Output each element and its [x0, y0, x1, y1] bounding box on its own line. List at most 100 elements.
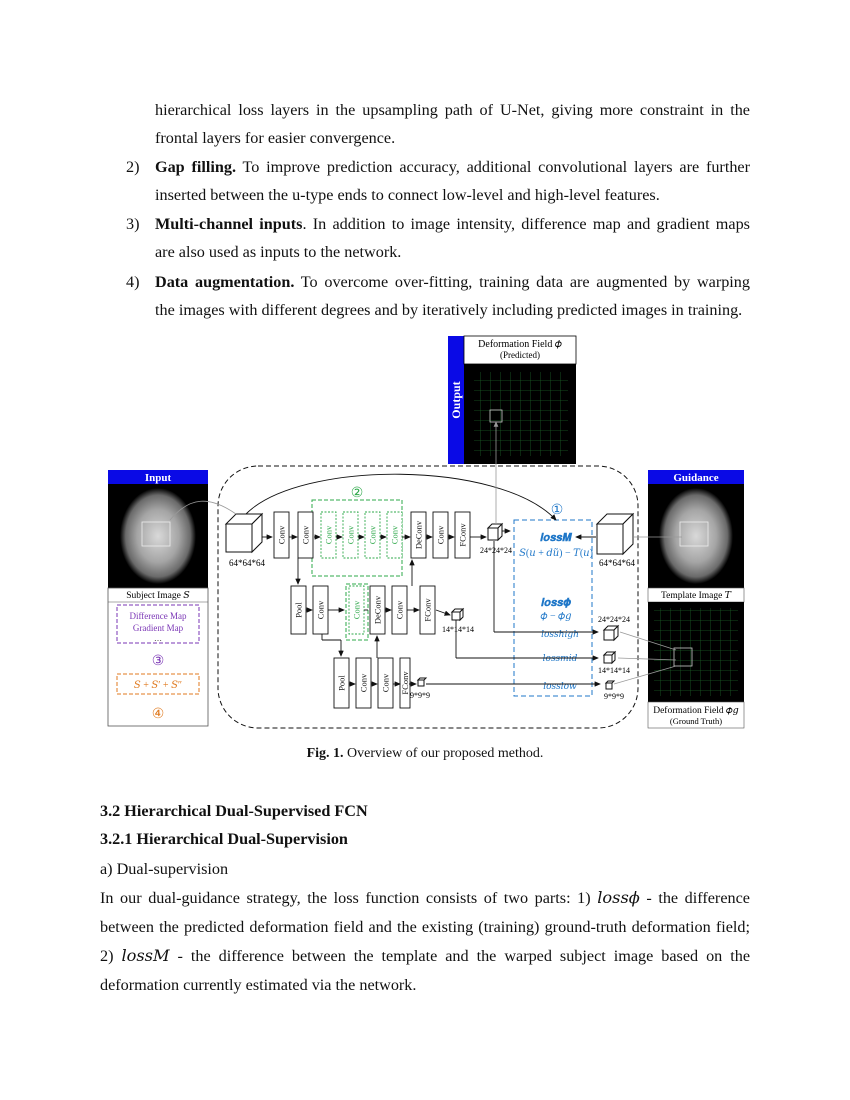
layer-label: Conv: [324, 525, 334, 544]
guidance-label: Guidance: [673, 472, 718, 484]
layer-box: [432, 511, 449, 559]
output-cube-24: [486, 522, 504, 542]
paragraph-line: frontal layers for easier convergence.: [155, 129, 396, 147]
cube-9-mid: [416, 677, 428, 687]
layer-box: [342, 511, 359, 559]
layer-conv: Conv: [320, 511, 337, 559]
loss-box: [513, 519, 593, 697]
paragraph-line: In our dual-guidance strategy, the loss …: [100, 888, 750, 908]
ground-truth-title: Deformation Field 𝜙𝑔: [653, 705, 739, 716]
paragraph-line: hierarchical loss layers in the upsampli…: [155, 101, 750, 119]
loss-m-label: 𝒍𝒐𝒔𝒔𝑴: [539, 532, 573, 544]
layer-label: Conv: [316, 600, 326, 619]
list-item-line: inserted between the u-type ends to conn…: [155, 186, 660, 204]
layer-label: Conv: [346, 525, 356, 544]
patch-marker: [489, 409, 503, 423]
subject-patch: [141, 521, 171, 547]
layer-box: [454, 511, 471, 559]
subsection-heading: 3.2.1 Hierarchical Dual-Supervision: [100, 830, 348, 848]
layer-pool: Pool: [333, 657, 350, 709]
layer-label: Conv: [301, 525, 311, 544]
layer-fconv: FConv: [454, 511, 471, 559]
layer-label: Conv: [359, 673, 369, 692]
layer-box: [410, 511, 427, 559]
list-item-line: Gap filling. To improve prediction accur…: [155, 157, 750, 177]
layer-conv: Conv: [348, 585, 365, 635]
ground-truth-field-image: [648, 602, 744, 702]
layer-deconv: DeConv: [369, 585, 386, 635]
caption-text: Overview of our proposed method.: [343, 746, 544, 761]
sub-subsection-heading: a) Dual-supervision: [100, 860, 229, 878]
math-loss-m: 𝑙𝑜𝑠𝑠𝑀: [121, 946, 170, 965]
layer-conv: Conv: [355, 657, 372, 709]
loss-mid-label: 𝑙𝑜𝑠𝑠𝑚𝑖𝑑: [543, 653, 578, 663]
layer-box: [355, 657, 372, 709]
list-item-line: Multi-channel inputs. In addition to ima…: [155, 214, 750, 234]
loss-high-label: 𝑙𝑜𝑠𝑠ℎ𝑖𝑔ℎ: [541, 629, 579, 639]
cube-9-right: [604, 680, 616, 690]
layer-conv: Conv: [364, 511, 381, 559]
layer-fconv: FConv: [399, 657, 411, 709]
layer-box: [290, 585, 307, 635]
output-subtitle: (Predicted): [500, 350, 540, 360]
marker-1: ①: [551, 503, 564, 518]
subject-brain: [120, 488, 196, 584]
input-header-bar: [108, 470, 208, 484]
layer-label: Conv: [381, 673, 391, 692]
list-item-title: Data augmentation.: [155, 273, 295, 291]
paragraph-line: between the predicted deformation field …: [100, 918, 750, 936]
network-frame: [217, 465, 639, 729]
sum-formula: 𝑆 + 𝑆′ + 𝑆″: [134, 680, 182, 691]
dim-9-mid: 9*9*9: [410, 691, 430, 700]
layer-label: FConv: [458, 523, 468, 547]
cube-14-mid: [450, 607, 465, 622]
list-item-title: Gap filling.: [155, 158, 237, 176]
layer-conv: Conv: [391, 585, 408, 635]
layer-conv: Conv: [342, 511, 359, 559]
layer-label: FConv: [423, 598, 433, 622]
layer-fconv: FConv: [419, 585, 436, 635]
layer-label: Pool: [337, 675, 347, 691]
list-item-line: Data augmentation. To overcome over-fitt…: [155, 272, 750, 292]
predicted-field-grid: [474, 372, 568, 456]
list-item-line: are also used as inputs to the network.: [155, 243, 402, 261]
layer-box: [369, 585, 386, 635]
predicted-field-image: [464, 364, 576, 464]
output-title-box: [463, 335, 577, 365]
layer-conv: Conv: [273, 511, 290, 559]
ground-truth-subtitle: (Ground Truth): [670, 716, 722, 726]
layer-label: Conv: [395, 600, 405, 619]
layer-label: Conv: [436, 525, 446, 544]
cube-24-right: [602, 624, 620, 642]
section-heading: 3.2 Hierarchical Dual-Supervised FCN: [100, 802, 368, 820]
math-loss-phi: 𝑙𝑜𝑠𝑠𝜙: [597, 888, 640, 907]
subject-image: [108, 484, 208, 588]
list-item-text: To overcome over-fitting, training data …: [294, 273, 750, 291]
marker-3: ③: [152, 654, 165, 669]
loss-low-label: 𝑙𝑜𝑠𝑠𝑙𝑜𝑤: [543, 681, 577, 691]
output-header-bar: [448, 336, 464, 464]
paragraph-line: 2) 𝑙𝑜𝑠𝑠𝑀 - the difference between the te…: [100, 946, 750, 966]
layer-box: [386, 511, 403, 559]
gap-filling-box: [311, 499, 403, 577]
layer-pool: Pool: [290, 585, 307, 635]
list-number: 4): [126, 273, 140, 291]
dim-input: 64*64*64: [229, 558, 266, 568]
layer-box: [419, 585, 436, 635]
dim-24-right: 24*24*24: [598, 615, 630, 624]
layer-box: [377, 657, 394, 709]
layer-box: [297, 511, 314, 559]
dim-14-mid: 14*14*14: [442, 625, 474, 634]
layer-box: [348, 585, 365, 635]
marker-2: ②: [351, 486, 364, 501]
layer-label: Pool: [294, 602, 304, 618]
list-item-text: . In addition to image intensity, differ…: [302, 215, 750, 233]
output-title: Deformation Field 𝜙: [478, 339, 562, 350]
layer-conv: Conv: [297, 511, 314, 559]
layer-conv: Conv: [312, 585, 329, 635]
layer-conv: Conv: [432, 511, 449, 559]
layer-box: [320, 511, 337, 559]
template-image: [648, 484, 744, 588]
dim-24-mid: 24*24*24: [480, 546, 512, 555]
layer-conv: Conv: [386, 511, 403, 559]
